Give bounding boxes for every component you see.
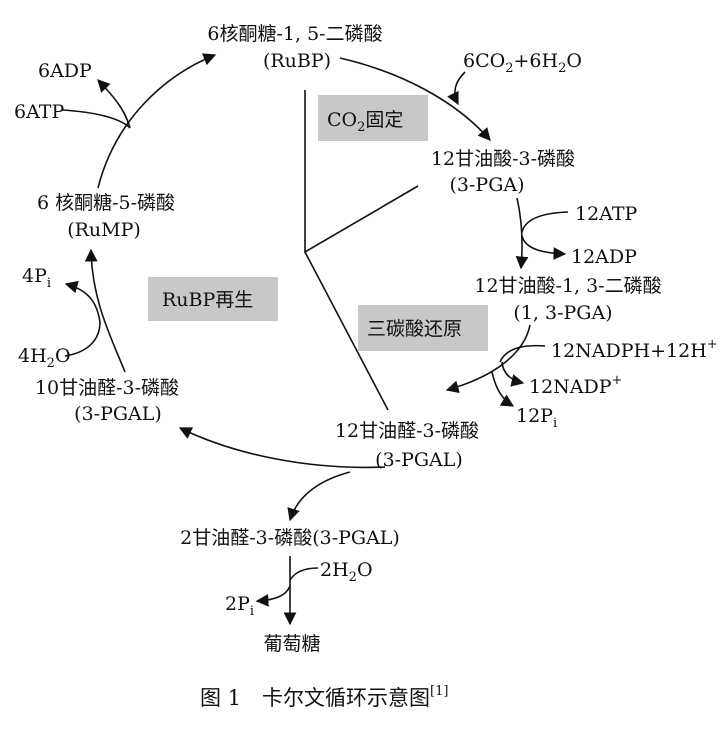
cofactor-pi-12: 12Pi <box>516 405 557 431</box>
compound-pgal-10: 10甘油醛-3-磷酸 <box>35 377 179 399</box>
compound-rubp-abbr: (RuBP) <box>263 50 331 72</box>
cofactor-atp-6: 6ATP <box>14 101 64 123</box>
compound-rump-abbr: (RuMP) <box>67 219 141 241</box>
arrow-pi12-output <box>491 371 515 407</box>
compound-rubp: 6核酮糖-1, 5-二磷酸 <box>207 23 382 45</box>
cofactor-pi-2: 2Pi <box>225 593 254 619</box>
cofactor-nadph: 12NADPH+12H+ <box>551 337 718 362</box>
arrow-pgal10-to-rump <box>84 248 126 373</box>
cofactor-atp-12: 12ATP <box>575 203 638 225</box>
arrow-co2-input <box>447 71 466 106</box>
compound-pgal-12-abbr: (3-PGAL) <box>375 449 463 471</box>
arrow-atp12-input <box>521 211 569 233</box>
arrow-rump-to-rubp <box>97 53 217 189</box>
arrow-atp6-input <box>61 109 131 129</box>
cofactor-nadp: 12NADP+ <box>529 373 622 398</box>
stage-label-fixation: CO2固定 <box>327 109 403 135</box>
compound-pgal-2: 2甘油醛-3-磷酸(3-PGAL) <box>180 527 400 549</box>
stage-label-regeneration: RuBP再生 <box>162 289 253 311</box>
cofactor-adp-6: 6ADP <box>38 60 92 82</box>
stage-box-regeneration <box>148 277 278 321</box>
arrow-pi2-output <box>255 585 291 607</box>
compound-rump: 6 核酮糖-5-磷酸 <box>37 192 175 214</box>
stage-label-reduction: 三碳酸还原 <box>367 318 462 340</box>
arrow-pgal12-to-pgal2 <box>287 471 351 522</box>
cofactor-h2o-4: 4H2O <box>18 345 71 371</box>
compound-bpga-abbr: (1, 3-PGA) <box>513 302 612 324</box>
arrow-pi4-output <box>64 280 101 323</box>
compound-pgal-10-abbr: (3-PGAL) <box>74 403 162 425</box>
compound-pga: 12甘油酸-3-磷酸 <box>431 148 575 170</box>
stage-box-fixation <box>318 95 428 141</box>
cofactor-h2o-2: 2H2O <box>320 559 373 585</box>
cofactor-adp-12: 12ADP <box>571 246 637 268</box>
arrow-h2o4-input <box>64 321 101 357</box>
arrow-adp12-output <box>521 235 567 260</box>
compound-bpga: 12甘油酸-1, 3-二磷酸 <box>474 275 661 297</box>
figure-caption: 图 1 卡尔文循环示意图[1] <box>200 684 448 710</box>
arrow-h2o2-input <box>289 567 319 581</box>
compound-pgal-12: 12甘油醛-3-磷酸 <box>335 420 479 442</box>
cofactor-co2-h2o: 6CO2+6H2O <box>463 50 582 76</box>
arrow-pgal12-to-pgal10 <box>178 427 386 469</box>
arrow-adp6-output <box>97 79 131 129</box>
stage-box-reduction <box>358 305 488 351</box>
arrow-pga-to-bpga <box>515 197 529 270</box>
compound-pga-abbr: (3-PGA) <box>449 174 524 196</box>
arrow-rubp-to-pga <box>339 57 491 141</box>
cofactor-pi-4: 4Pi <box>22 265 51 291</box>
arrow-nadp-output <box>501 361 525 387</box>
compound-glucose: 葡萄糖 <box>263 633 320 655</box>
arrow-nadph-input <box>499 344 546 363</box>
arrow-bpga-to-pgal12 <box>445 324 531 394</box>
stage-divider-lower <box>304 251 389 411</box>
